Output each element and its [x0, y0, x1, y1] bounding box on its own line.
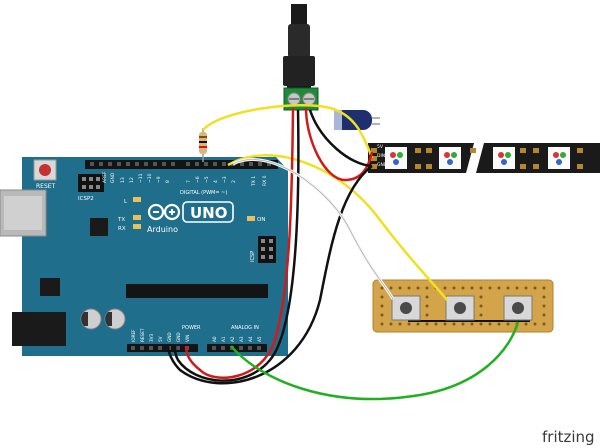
aref-label: AREF — [102, 171, 108, 183]
power-pin-3v3: 3V3 — [149, 333, 154, 342]
wire-red-board — [184, 107, 295, 379]
analog-pin-a5: A5 — [257, 336, 262, 342]
push-button — [445, 295, 475, 321]
icsp-header — [258, 236, 276, 263]
digital-pin-9: ~9 — [156, 176, 162, 183]
on-led — [247, 216, 255, 221]
fritzing-brand: fritzing — [542, 428, 595, 446]
led-pixel — [439, 147, 461, 169]
wire-yellow-data — [202, 104, 374, 159]
digital-pin-13: 13 — [120, 177, 126, 183]
digital-pin-7: 7 — [186, 180, 192, 183]
strip-label-gnd: GND — [377, 162, 388, 168]
led-pixel — [385, 147, 407, 169]
tx-led-label: TX — [117, 217, 125, 223]
power-label: POWER — [182, 325, 201, 331]
perfboard-holes — [380, 286, 546, 326]
wire-white-outline — [232, 159, 394, 300]
arduino-label: Arduino — [147, 225, 178, 234]
wire-red-strip — [304, 107, 374, 182]
wire-black-buttons — [166, 165, 373, 385]
uno-badge — [182, 201, 234, 223]
wire-yellow-button — [227, 154, 448, 301]
strip-label-5v: 5V — [377, 144, 384, 150]
analog-pin-a2: A2 — [230, 336, 235, 342]
analog-pin-a1: A1 — [221, 336, 226, 342]
reset-button — [33, 159, 57, 181]
board-capacitors — [80, 308, 126, 330]
wire-green — [230, 321, 520, 401]
push-button — [503, 295, 533, 321]
strip-label-din: DIN — [377, 153, 385, 159]
digital-pin-8: 8 — [165, 180, 171, 183]
led-pixel — [493, 147, 515, 169]
digital-pin-5: ~5 — [204, 176, 210, 183]
analog-label: ANALOG IN — [231, 325, 259, 331]
l-led-label: L — [124, 199, 128, 205]
power-pin-reset: RESET — [140, 328, 145, 342]
wire-black-board — [173, 109, 300, 382]
power-pin-ioref: IOREF — [131, 329, 136, 342]
icsp-label: ICSP — [250, 251, 256, 262]
analog-pin-a0: A0 — [212, 336, 217, 342]
analog-header — [207, 344, 267, 352]
push-button — [391, 295, 421, 321]
reset-label: RESET — [36, 183, 56, 190]
usb-chip — [90, 218, 108, 236]
dc-barrel-jack — [283, 4, 315, 92]
atmega-chip — [126, 284, 268, 298]
icsp2-header — [78, 174, 104, 192]
power-pin-vin: VIN — [185, 335, 190, 342]
gnd-label: GND — [110, 172, 116, 183]
led-strip: 5V DIN GND — [368, 143, 600, 173]
digital-pin-2: 2 — [231, 180, 237, 183]
on-led-label: ON — [257, 217, 265, 223]
digital-label: DIGITAL (PWM= ~) — [180, 190, 227, 196]
wire-black-strip — [308, 109, 373, 168]
rx-led-label: RX — [118, 226, 126, 232]
uno-label: UNO — [190, 204, 228, 222]
analog-pin-a3: A3 — [239, 336, 244, 342]
arduino-uno-board: RESET ICSP2 AREF GND 13 12 ~11 ~10 ~9 8 … — [0, 157, 288, 356]
power-pin-gnd: GND — [167, 332, 172, 342]
perfboard — [372, 279, 554, 333]
small-chip — [40, 278, 60, 296]
digital-pin-12: 12 — [129, 177, 135, 183]
digital-pin-rx0: RX 0 — [262, 175, 268, 186]
analog-pin-a4: A4 — [248, 336, 253, 342]
power-pin-5v: 5V — [158, 336, 163, 342]
arduino-logo — [147, 203, 181, 221]
digital-pin-tx1: TX 1 — [251, 176, 257, 187]
power-pin-gnd-2: GND — [176, 332, 181, 342]
power-jack — [12, 312, 66, 346]
resistor — [199, 128, 207, 162]
digital-pin-10: ~10 — [147, 173, 153, 183]
digital-header — [85, 160, 278, 169]
digital-pin-6: ~6 — [195, 176, 201, 183]
digital-pin-3: ~3 — [222, 176, 228, 183]
icsp2-label: ICSP2 — [78, 196, 94, 202]
digital-pin-11: ~11 — [138, 173, 144, 183]
power-header — [127, 344, 198, 352]
digital-pin-4: 4 — [213, 180, 219, 183]
led-indicators — [133, 197, 141, 229]
led-pixel — [548, 147, 570, 169]
